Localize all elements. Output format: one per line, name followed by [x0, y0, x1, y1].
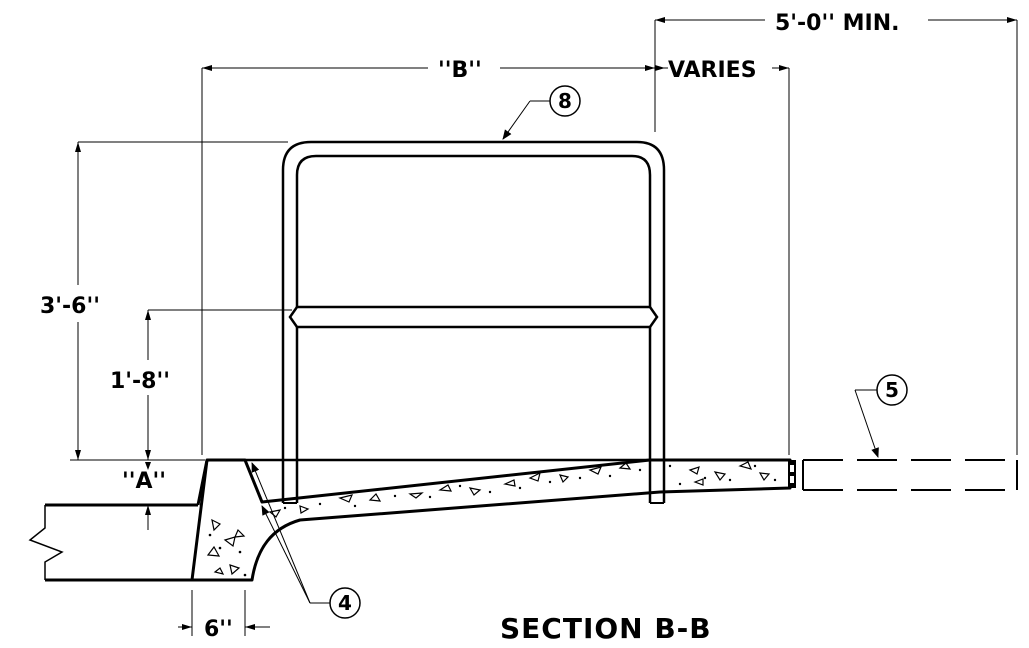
mid-rail-height-label: 1'-8'' — [110, 369, 170, 394]
callout-curb: 4 — [251, 462, 361, 619]
dimension-rail-height: 3'-6'' — [40, 141, 288, 460]
concrete-section — [190, 458, 796, 582]
svg-text:4: 4 — [338, 591, 352, 615]
b-width-label: ''B'' — [438, 58, 482, 83]
dimension-mid-rail-height: 1'-8'' — [110, 309, 292, 460]
dimension-varies: VARIES — [655, 58, 790, 455]
svg-text:5: 5 — [885, 378, 899, 402]
min-width-label: 5'-0'' MIN. — [775, 11, 899, 36]
curb-width-label: 6'' — [204, 617, 233, 642]
callout-railing: 8 — [502, 85, 581, 140]
varies-label: VARIES — [668, 58, 757, 83]
handrail — [281, 140, 666, 504]
roadway-slab — [28, 503, 198, 582]
curb-a-label: ''A'' — [122, 469, 166, 494]
callout-sidewalk: 5 — [854, 374, 908, 458]
section-title: SECTION B-B — [500, 612, 712, 645]
svg-text:8: 8 — [558, 89, 572, 113]
dimension-min-width: 5'-0'' MIN. — [654, 11, 1018, 455]
dimension-curb-width: 6'' — [178, 590, 270, 642]
rail-height-label: 3'-6'' — [40, 294, 100, 319]
dimension-b: ''B'' — [201, 58, 655, 455]
sidewalk-dashed — [802, 459, 1018, 491]
dimension-a: ''A'' — [122, 462, 166, 530]
